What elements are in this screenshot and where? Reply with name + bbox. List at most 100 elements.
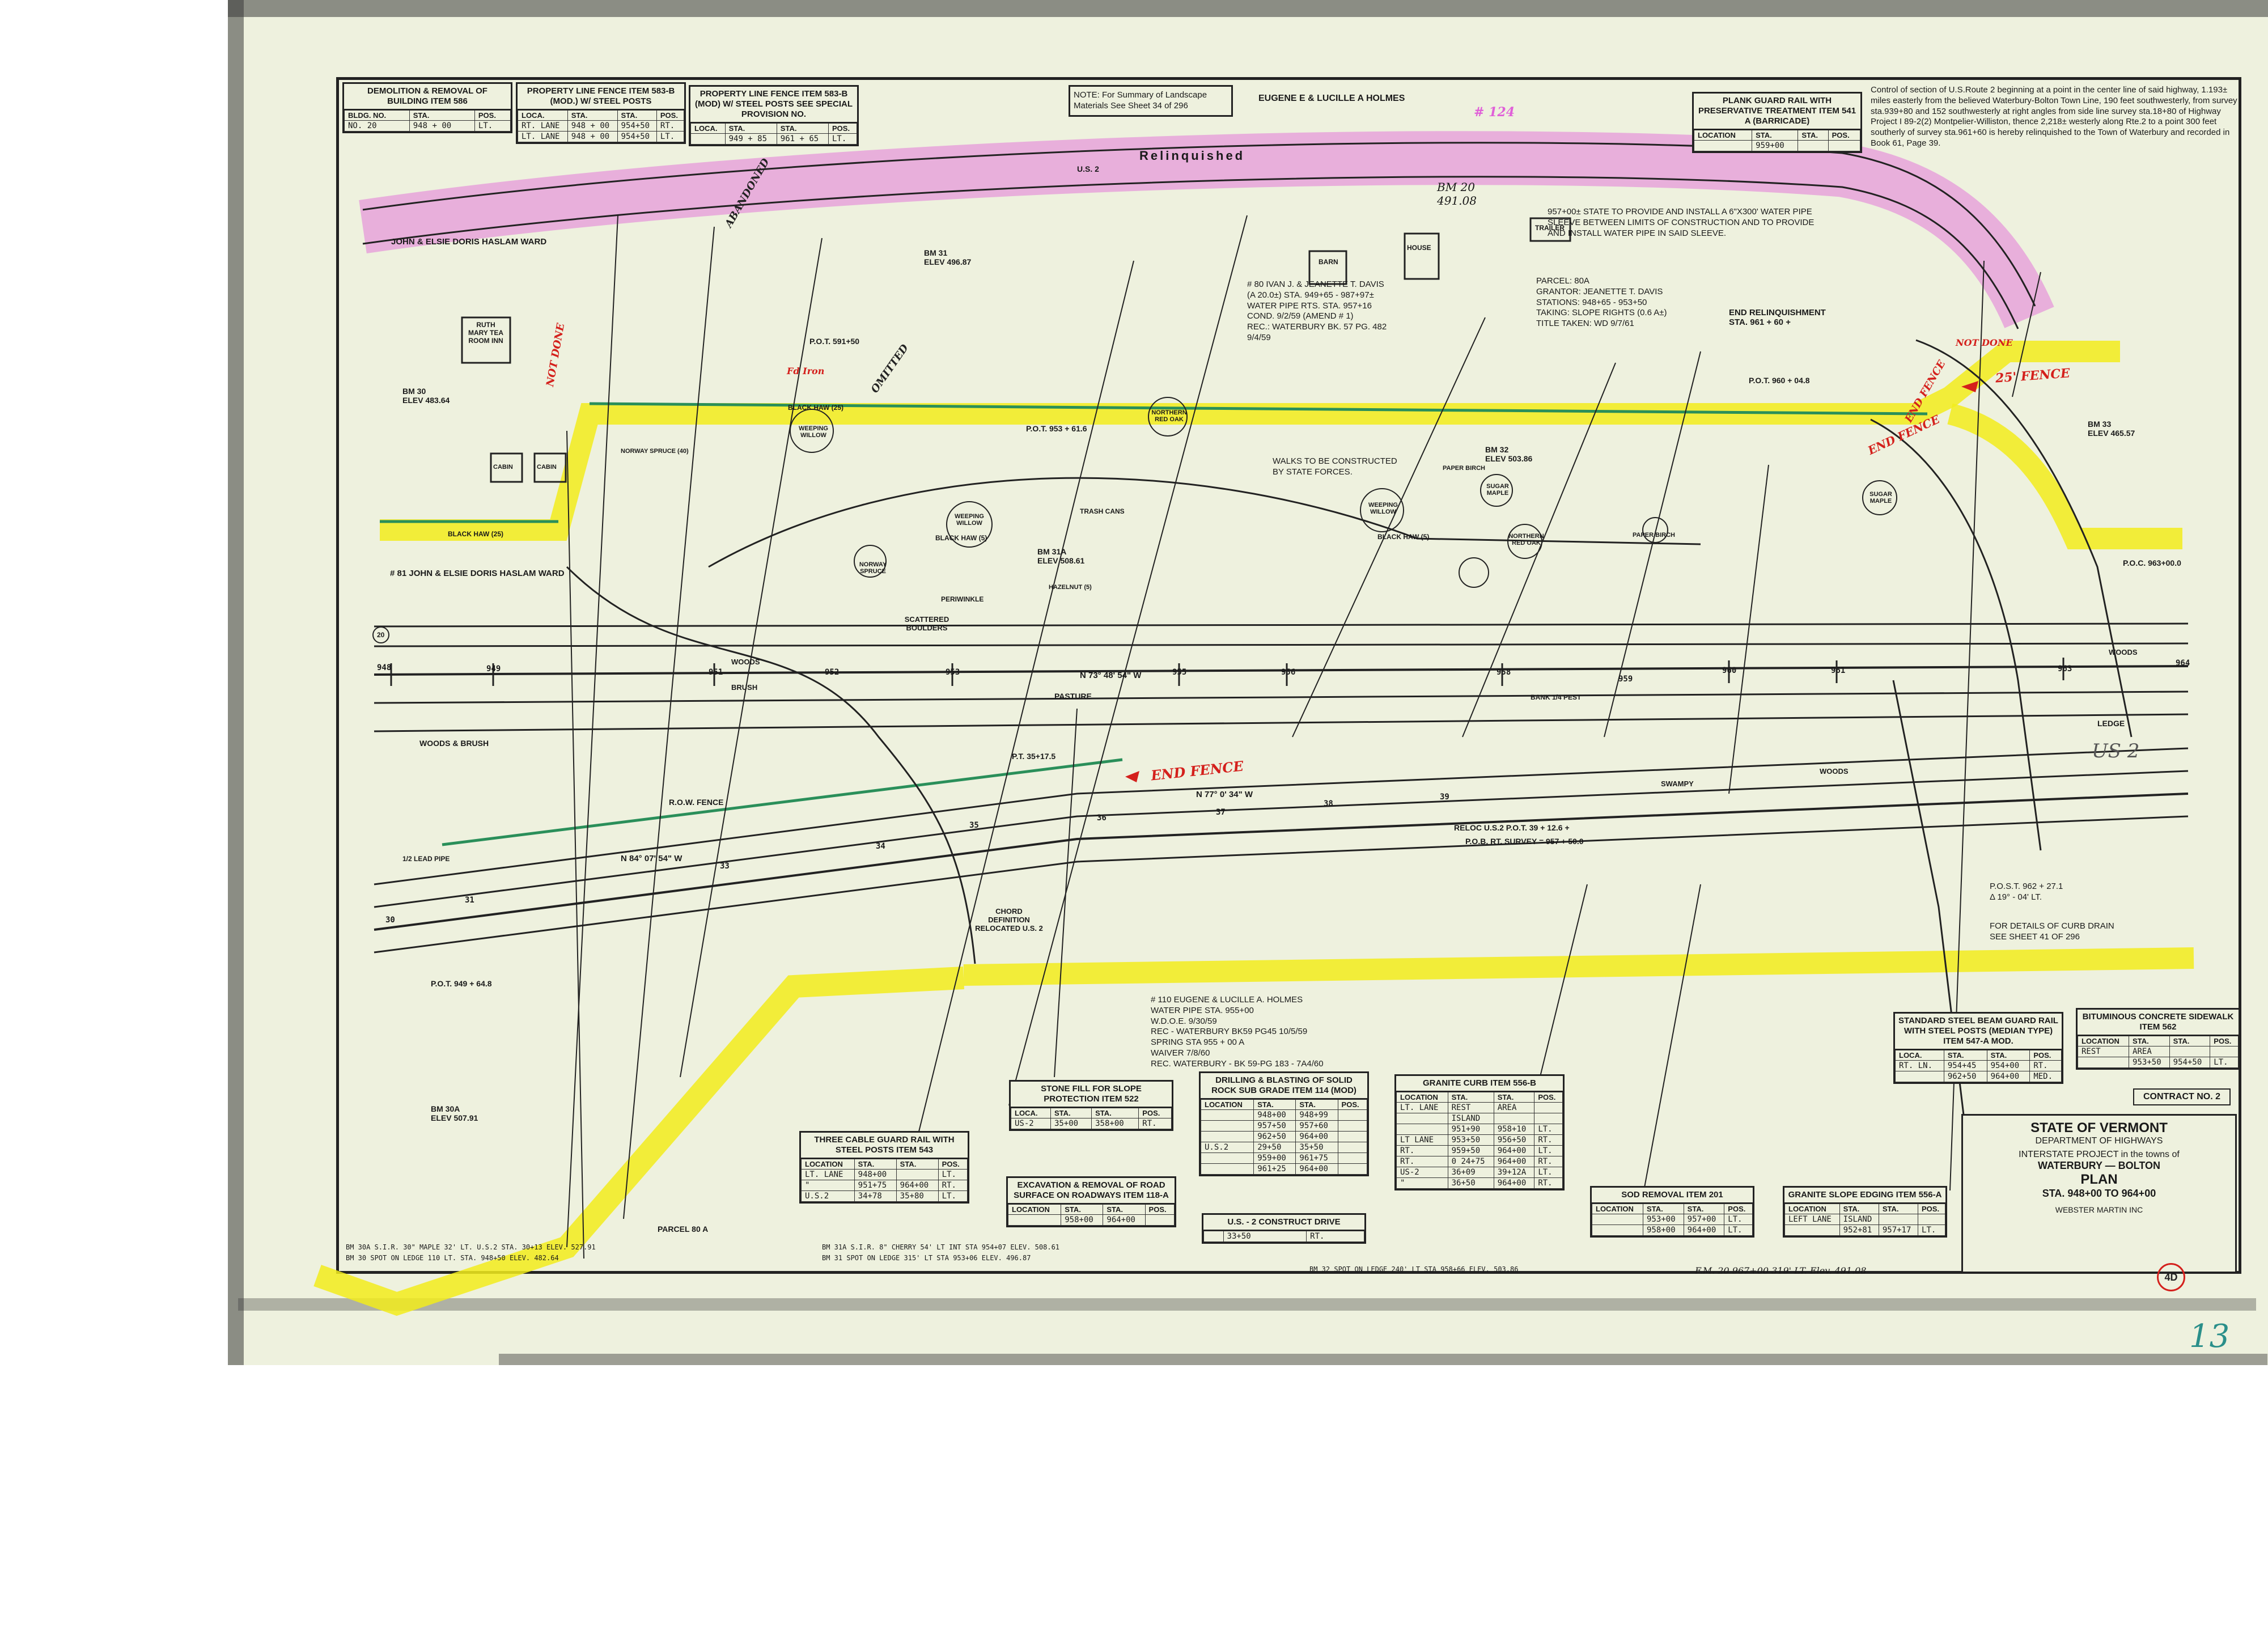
paper-birch-label-1: PAPER BIRCH	[1443, 465, 1485, 472]
cell: LT.	[474, 120, 511, 132]
woods-1-label: WOODS	[731, 658, 760, 666]
cell: RT.	[1396, 1156, 1448, 1167]
col-head: STA.	[409, 110, 475, 121]
cell: 954+50	[617, 131, 657, 142]
cell	[1200, 1109, 1254, 1121]
cell: RT.	[2029, 1060, 2062, 1071]
cell: 35+00	[1050, 1118, 1092, 1129]
interstate-line-4	[374, 713, 2189, 732]
col-head: LOCATION	[1396, 1092, 1448, 1103]
col-head: LOCATION	[1591, 1204, 1644, 1214]
cell: LEFT LANE	[1784, 1214, 1840, 1225]
stone-fill-title: STONE FILL FOR SLOPE PROTECTION ITEM 522	[1011, 1082, 1172, 1108]
cell	[1895, 1071, 1944, 1082]
cell: 948+00	[854, 1169, 897, 1180]
trailer-building	[1529, 217, 1571, 242]
us2-line-2	[374, 770, 2189, 908]
col-head: STA.	[1943, 1050, 1987, 1061]
cell: 948+99	[1295, 1109, 1338, 1121]
cell	[1200, 1153, 1254, 1164]
paper-birch-label-2: PAPER BIRCH	[1633, 532, 1675, 539]
bm30a-label: BM 30A ELEV 507.91	[431, 1104, 478, 1122]
cell	[1337, 1163, 1368, 1175]
note-box: NOTE: For Summary of Landscape Materials…	[1069, 85, 1233, 117]
leader-14	[1054, 708, 1078, 1078]
sta-956: 956	[1281, 668, 1296, 677]
fence-highlight-bottom	[963, 947, 2194, 986]
sheet-top-edge	[228, 0, 2268, 17]
cell: 964+00	[1493, 1177, 1535, 1189]
cell: 954+50	[617, 120, 657, 132]
leader-15	[566, 430, 584, 1259]
house-building	[1404, 232, 1440, 280]
leader-13	[1643, 884, 1701, 1191]
tea-room-building	[461, 316, 511, 364]
cell: 958+00	[1061, 1214, 1104, 1226]
leader-1	[566, 215, 618, 1248]
cell: 951+75	[854, 1180, 897, 1191]
old-us2-line-1	[362, 142, 2036, 307]
cell: 35+80	[896, 1190, 939, 1202]
fd-iron-markup: Fd Iron	[787, 366, 825, 376]
cell: US-2	[1396, 1167, 1448, 1178]
cell: RT. LANE	[518, 120, 568, 132]
green-fence-top	[589, 402, 1928, 416]
cell: 961+75	[1295, 1153, 1338, 1164]
sheet-number: 13	[2189, 1318, 2230, 1355]
granite-slope-title: GRANITE SLOPE EDGING ITEM 556-A	[1784, 1188, 1945, 1204]
project-title: INTERSTATE PROJECT in the towns of	[2019, 1150, 2180, 1159]
fence-highlight-right	[1947, 403, 2182, 549]
cell: 951+90	[1447, 1124, 1494, 1135]
owner-holmes: EUGENE E & LUCILLE A HOLMES	[1258, 94, 1405, 103]
pot-949-label: P.O.T. 949 + 64.8	[431, 979, 492, 988]
davis-note: # 80 IVAN J. & JEANETTE T. DAVIS (A 20.0…	[1247, 279, 1387, 342]
cell: "	[1396, 1177, 1448, 1189]
cell: MED.	[2029, 1071, 2062, 1082]
red-oak-label-1: NORTHERN RED OAK	[1151, 409, 1187, 423]
ruth-mary-label: RUTH MARY TEA ROOM INN	[468, 321, 503, 345]
black-haw-label-1: BLACK HAW (5)	[935, 534, 987, 542]
survey-957-label: P.O.B. RT. SURVEY = 957 + 50.0	[1465, 837, 1584, 846]
cell	[1693, 140, 1753, 151]
property-fence-special-table: PROPERTY LINE FENCE ITEM 583-B (MOD) W/ …	[689, 85, 859, 146]
cell	[1534, 1102, 1563, 1113]
cell: LT. LANE	[518, 131, 568, 142]
col-head: STA.	[2169, 1036, 2211, 1046]
cell: 957+00	[1683, 1214, 1725, 1225]
woods-brush-label: WOODS & BRUSH	[419, 739, 489, 748]
cell	[2210, 1046, 2239, 1057]
col-head: STA.	[1798, 130, 1829, 141]
sta-964: 964	[2176, 659, 2190, 668]
bm32-label: BM 32 ELEV 503.86	[1485, 445, 1533, 463]
cell: 962+50	[1943, 1071, 1987, 1082]
col-head: POS.	[2029, 1050, 2062, 1061]
lead-pipe-label: 1/2 LEAD PIPE	[402, 855, 450, 863]
sugar-maple-label-1: SUGAR MAPLE	[1486, 483, 1509, 497]
cell: 948 + 00	[567, 131, 618, 142]
sta-958: 958	[1497, 668, 1511, 677]
dept-title: DEPARTMENT OF HIGHWAYS	[2035, 1136, 2163, 1146]
fence-highlight-top	[380, 341, 2120, 541]
col-head: POS.	[1337, 1099, 1368, 1110]
us-sta-38: 38	[1324, 799, 1333, 808]
cell: 964+00	[896, 1180, 939, 1191]
cell: 36+09	[1447, 1167, 1494, 1178]
cell	[1784, 1224, 1840, 1236]
cell: U.S.2	[1200, 1142, 1254, 1153]
col-head: STA.	[1878, 1204, 1919, 1214]
trailer-label: TRAILER	[1535, 224, 1565, 232]
ramp-curve-2	[1915, 339, 2133, 738]
col-head: STA.	[1091, 1108, 1139, 1118]
us-sta-34: 34	[876, 842, 885, 851]
col-head: POS.	[2210, 1036, 2239, 1046]
three-cable-table: THREE CABLE GUARD RAIL WITH STEEL POSTS …	[799, 1131, 969, 1204]
us2-right-label: US 2	[2092, 740, 2140, 762]
pot-39-label: RELOC U.S.2 P.O.T. 39 + 12.6 +	[1454, 823, 1570, 832]
weeping-willow-1	[790, 409, 834, 453]
sod-removal-title: SOD REMOVAL ITEM 201	[1592, 1188, 1753, 1204]
green-fence-bottom	[442, 758, 1123, 846]
us-sta-30: 30	[385, 916, 395, 925]
